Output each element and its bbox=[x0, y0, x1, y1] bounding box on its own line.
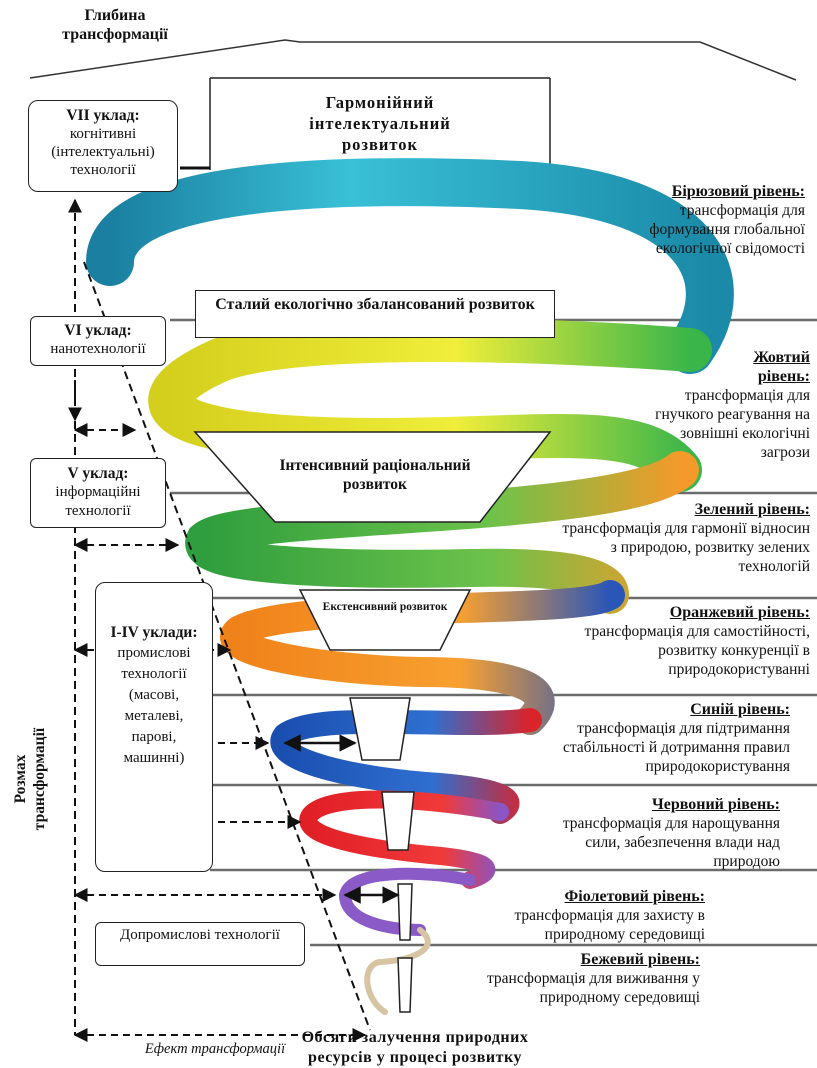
uklad-v-box: V уклад: інформаційні технології bbox=[30, 458, 166, 528]
level-blue-desc: трансформація для підтримання стабільнос… bbox=[562, 720, 790, 775]
level-green: Зелений рівень: трансформація для гармон… bbox=[560, 500, 810, 576]
uklad-i-iv-title: I-IV уклади: bbox=[110, 624, 198, 641]
level-beige-name: Бежевий рівень: bbox=[580, 951, 700, 968]
level-violet-desc: трансформація для захисту в природному с… bbox=[514, 907, 705, 943]
level-red: Червоний рівень: трансформація для нарощ… bbox=[530, 795, 780, 871]
level-yellow-desc: трансформація для гнучкого реагування на… bbox=[655, 387, 810, 461]
level-blue: Синій рівень: трансформація для підтрима… bbox=[510, 700, 790, 776]
uklad-v-title: V уклад: bbox=[67, 465, 129, 482]
uklad-vii-text: когнітивні (інтелектуальні) технології bbox=[51, 126, 155, 178]
level-yellow-name: Жовтий рівень: bbox=[753, 349, 810, 385]
uklad-i-iv-text: промислові технології (масові, металеві,… bbox=[117, 645, 191, 766]
level-turquoise: Бірюзовий рівень: трансформація для форм… bbox=[555, 182, 805, 258]
uklad-vi-box: VI уклад: нанотехнології bbox=[30, 316, 166, 366]
level-green-desc: трансформація для гармонії відносин з пр… bbox=[562, 520, 810, 575]
uklad-vi-text: нанотехнології bbox=[50, 341, 146, 357]
uklad-vii-box: VII уклад: когнітивні (інтелектуальні) т… bbox=[28, 100, 178, 192]
extensive-development-label: Екстенсивний розвиток bbox=[322, 601, 448, 613]
scope-title: Розмах трансформації bbox=[12, 727, 48, 831]
intensive-development-label: Інтенсивний раціональний розвиток bbox=[279, 457, 471, 493]
level-orange-name: Оранжевий рівень: bbox=[669, 604, 810, 621]
sustainable-development-box: Сталий екологічно збалансований розвиток bbox=[195, 290, 555, 338]
preindustrial-text: Допромислові технології bbox=[120, 927, 280, 943]
preindustrial-box: Допромислові технології bbox=[95, 922, 305, 966]
level-red-name: Червоний рівень: bbox=[651, 796, 780, 813]
resources-title: Обсяги залучення природних ресурсів у пр… bbox=[301, 1029, 529, 1066]
level-violet: Фіолетовий рівень: трансформація для зах… bbox=[455, 887, 705, 944]
uklad-v-text: інформаційні технології bbox=[55, 484, 141, 519]
level-turquoise-desc: трансформація для формування глобальної … bbox=[649, 202, 805, 257]
level-yellow: Жовтий рівень: трансформація для гнучког… bbox=[640, 348, 810, 462]
depth-title: Глибина трансформації bbox=[62, 7, 168, 43]
level-green-name: Зелений рівень: bbox=[694, 501, 810, 518]
level-blue-name: Синій рівень: bbox=[690, 701, 790, 718]
harmonious-development-label: Гармонійний інтелектуальний розвиток bbox=[309, 93, 451, 154]
effect-label: Ефект трансформації bbox=[144, 1041, 286, 1057]
level-orange-desc: трансформація для самостійності, розвитк… bbox=[584, 623, 811, 678]
level-orange: Оранжевий рівень: трансформація для само… bbox=[510, 603, 811, 679]
level-violet-name: Фіолетовий рівень: bbox=[564, 888, 705, 905]
uklad-vii-title: VII уклад: bbox=[66, 107, 140, 124]
level-turquoise-name: Бірюзовий рівень: bbox=[671, 183, 805, 200]
level-red-desc: трансформація для нарощування сили, забе… bbox=[562, 815, 780, 870]
level-beige: Бежевий рівень: трансформація для вижива… bbox=[420, 950, 700, 1007]
uklad-vi-title: VI уклад: bbox=[64, 322, 132, 339]
uklad-i-iv-box: I-IV уклади: промислові технології (масо… bbox=[95, 582, 213, 872]
level-beige-desc: трансформація для виживання у природному… bbox=[486, 970, 700, 1006]
